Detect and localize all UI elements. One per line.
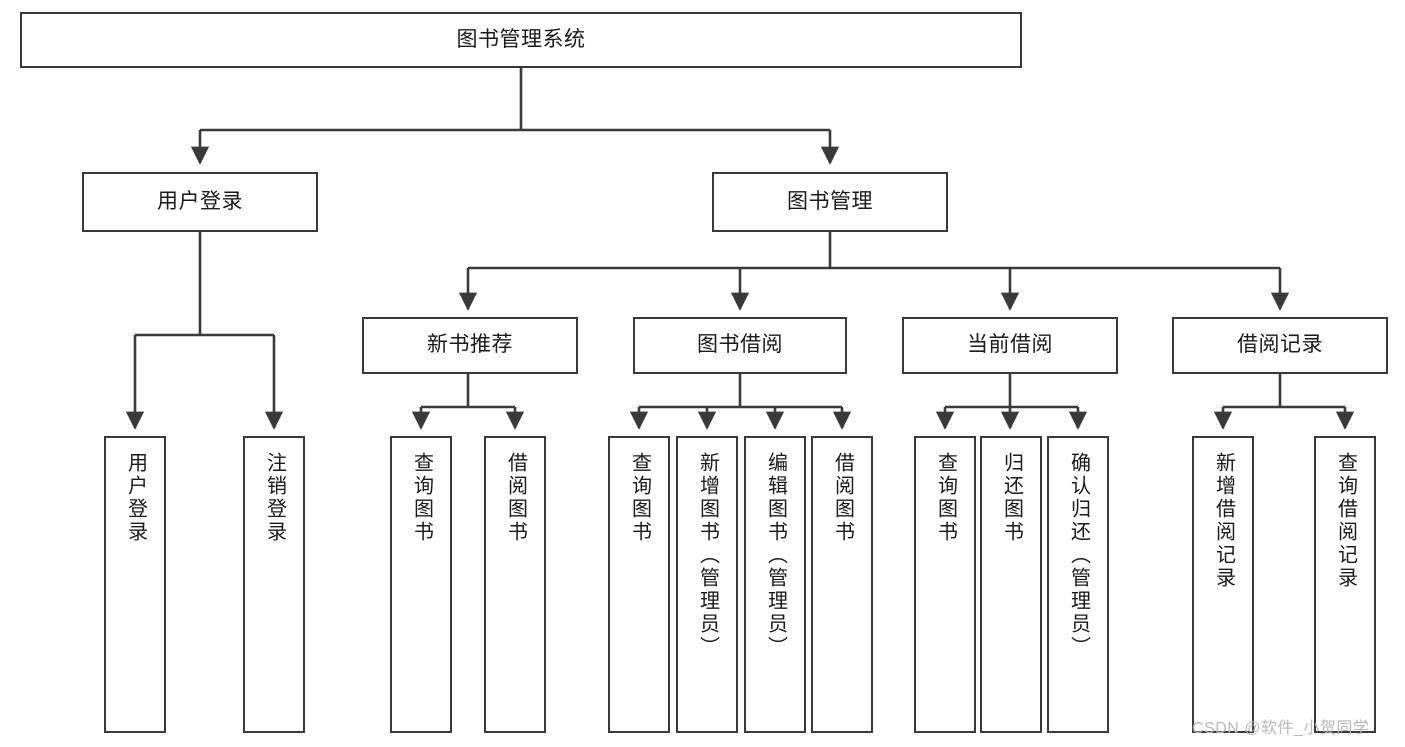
leaf-return-book[interactable]: 归还图书: [980, 436, 1042, 733]
node-borrow-record-label: 借阅记录: [1237, 333, 1323, 357]
node-current-borrow-label: 当前借阅: [967, 333, 1053, 357]
node-borrow-record[interactable]: 借阅记录: [1172, 317, 1388, 374]
leaf-user-login[interactable]: 用户登录: [104, 436, 166, 733]
leaf-borrow-book-1[interactable]: 借阅图书: [484, 436, 546, 733]
node-book-management-label: 图书管理: [787, 189, 873, 213]
node-root[interactable]: 图书管理系统: [20, 12, 1022, 68]
node-book-borrow-label: 图书借阅: [697, 333, 783, 357]
leaf-edit-book-admin-label: 编辑图书（管理员）: [764, 452, 787, 659]
leaf-query-book-1-label: 查询图书: [410, 452, 433, 544]
csdn-watermark: CSDN @软件_小贺同学: [1192, 720, 1370, 737]
leaf-query-book-3[interactable]: 查询图书: [914, 436, 976, 733]
node-book-borrow[interactable]: 图书借阅: [633, 317, 847, 374]
leaf-borrow-book-2-label: 借阅图书: [831, 452, 854, 544]
node-book-management[interactable]: 图书管理: [712, 172, 948, 232]
node-current-borrow[interactable]: 当前借阅: [902, 317, 1118, 374]
leaf-add-borrow-record-label: 新增借阅记录: [1212, 452, 1235, 590]
leaf-logout[interactable]: 注销登录: [243, 436, 305, 733]
node-user-login-label: 用户登录: [157, 189, 243, 213]
leaf-borrow-book-2[interactable]: 借阅图书: [811, 436, 873, 733]
node-new-book-recommend[interactable]: 新书推荐: [362, 317, 578, 374]
leaf-confirm-return-admin-label: 确认归还（管理员）: [1067, 452, 1090, 659]
node-new-book-recommend-label: 新书推荐: [427, 333, 513, 357]
node-user-login[interactable]: 用户登录: [82, 172, 318, 232]
leaf-confirm-return-admin[interactable]: 确认归还（管理员）: [1047, 436, 1109, 733]
leaf-edit-book-admin[interactable]: 编辑图书（管理员）: [744, 436, 806, 733]
leaf-query-book-2[interactable]: 查询图书: [608, 436, 670, 733]
leaf-borrow-book-1-label: 借阅图书: [504, 452, 527, 544]
leaf-return-book-label: 归还图书: [1000, 452, 1023, 544]
leaf-query-borrow-record[interactable]: 查询借阅记录: [1314, 436, 1376, 733]
leaf-query-book-2-label: 查询图书: [628, 452, 651, 544]
leaf-user-login-label: 用户登录: [124, 452, 147, 544]
leaf-add-book-admin[interactable]: 新增图书（管理员）: [676, 436, 738, 733]
leaf-query-book-1[interactable]: 查询图书: [390, 436, 452, 733]
node-root-label: 图书管理系统: [456, 27, 586, 51]
leaf-logout-label: 注销登录: [263, 452, 286, 544]
leaf-query-borrow-record-label: 查询借阅记录: [1334, 452, 1357, 590]
leaf-add-book-admin-label: 新增图书（管理员）: [696, 452, 719, 659]
leaf-query-book-3-label: 查询图书: [934, 452, 957, 544]
leaf-add-borrow-record[interactable]: 新增借阅记录: [1192, 436, 1254, 733]
